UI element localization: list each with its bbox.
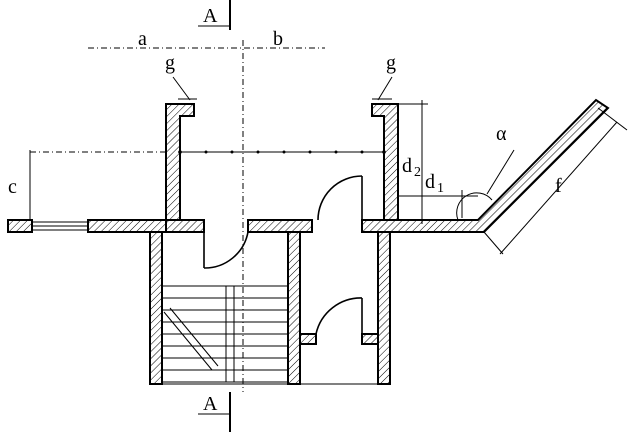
angle-alpha: α — [456, 123, 515, 221]
dim-label-c: c — [8, 176, 17, 198]
dim-label-g-right: g — [386, 52, 396, 74]
walls — [7, 98, 610, 385]
dimension-a-b: a b — [88, 28, 325, 50]
door-inner — [315, 297, 363, 335]
dimension-g-left: g — [165, 52, 197, 101]
dimension-f: f — [483, 107, 628, 255]
dimension-c: c — [8, 150, 168, 228]
dim-label-g-left: g — [165, 52, 175, 74]
angle-label-alpha: α — [496, 123, 507, 145]
door-right — [317, 175, 363, 221]
dim-label-f: f — [555, 175, 562, 197]
section-label-bottom: A — [203, 393, 218, 415]
door-left — [203, 231, 249, 269]
handrail — [178, 150, 386, 154]
dimension-g-right: g — [372, 52, 396, 101]
dimension-d2: d 2 — [398, 100, 428, 224]
dim-label-d1-sub: 1 — [437, 181, 444, 196]
dim-label-d2-sub: 2 — [414, 165, 421, 180]
dim-label-d2: d — [402, 155, 412, 177]
dim-label-a: a — [138, 28, 147, 50]
section-mark-bottom: A — [198, 392, 231, 432]
stair — [162, 285, 390, 385]
dim-label-d1: d — [425, 171, 435, 193]
dim-label-b: b — [273, 28, 283, 50]
section-label-top: A — [203, 5, 218, 27]
dimension-d1: d 1 — [398, 171, 478, 218]
section-mark-top: A — [198, 0, 231, 30]
